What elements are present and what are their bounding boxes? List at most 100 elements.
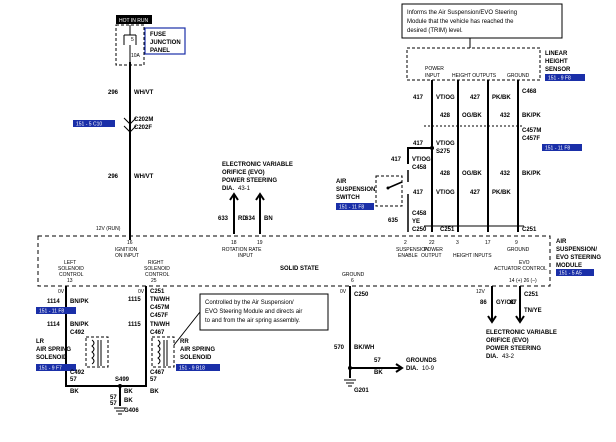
ref-module-text: 151 - 5 A5 xyxy=(559,271,582,277)
wire-296-color-a: WH/VT xyxy=(134,90,154,96)
callout-mid-leader xyxy=(173,311,201,346)
right-sol-2: SOLENOID xyxy=(144,266,170,272)
lr-solenoid-coil xyxy=(91,339,102,366)
rot-rate-2: INPUT xyxy=(238,253,253,259)
lhs-wire-group xyxy=(431,80,519,232)
rr-title-1: RR xyxy=(180,339,189,345)
wire-1114a-color: BN/PK xyxy=(70,299,89,305)
ref-lhs xyxy=(545,74,585,81)
lr-title-2: AIR SPRING xyxy=(36,347,71,353)
switch-contact xyxy=(387,170,409,232)
ref-151-5-c10 xyxy=(73,120,115,127)
wire-86: 86 xyxy=(480,300,487,306)
grounds-dia-num: 10-9 xyxy=(422,366,435,372)
wire-57b: 57 xyxy=(150,377,157,383)
wire-296-label-a: 296 xyxy=(108,90,119,96)
c457f-rs: C457F xyxy=(150,313,168,319)
right-sol-4: 25 xyxy=(151,278,157,284)
wire-87-color: TN/YE xyxy=(524,308,542,314)
evo-top-dia: DIA. xyxy=(222,186,234,192)
wire-570-color: BK/WH xyxy=(354,345,374,351)
module-title-1: AIR xyxy=(556,239,567,245)
wire-428-up: 428 xyxy=(440,113,451,119)
ref-151-11-f8-right-text: 151 - 11 F8 xyxy=(545,146,570,152)
switch-417-color: VT/OG xyxy=(412,157,431,163)
c468-label: C468 xyxy=(522,89,537,95)
evo-right-dia-num: 43-2 xyxy=(502,354,515,360)
evo-top-title-2: ORIFICE (EVO) xyxy=(222,170,265,176)
callout-top-line3: desired (TRIM) level. xyxy=(407,28,463,34)
c251-top2-label: C251 xyxy=(522,227,537,233)
c457m-label: C457M xyxy=(522,128,541,134)
c467b-label: C467 xyxy=(150,370,165,376)
ref-left-2-text: 151 - 9 F7 xyxy=(39,366,62,372)
pin-17: 17 xyxy=(485,240,491,246)
c457f-label: C457F xyxy=(522,136,540,142)
lhs-title-1: LINEAR xyxy=(545,51,568,57)
wire-634: 634 xyxy=(245,216,256,222)
s275-label: S275 xyxy=(436,149,451,155)
ground-9: GROUND xyxy=(507,247,530,253)
wire-427-low: 427 xyxy=(470,190,481,196)
wire-417-switch xyxy=(407,147,432,164)
switch-box xyxy=(375,175,403,207)
wire-417-mid-color: VT/OG xyxy=(436,141,455,147)
ref-left-1-text: 151 - 11 F8 xyxy=(39,309,64,315)
lr-solenoid-box xyxy=(85,336,109,368)
c251-evo: C251 xyxy=(524,292,539,298)
fuse-panel-line2: JUNCTION xyxy=(150,40,181,46)
grounds-dia: DIA. xyxy=(406,366,418,372)
ground6-1: GROUND xyxy=(342,272,365,278)
callout-top-line1: Informs the Air Suspension/EVO Steering xyxy=(407,10,517,16)
label-12v-run: 12V (RUN) xyxy=(96,226,121,232)
module-title-3: EVO STEERING xyxy=(556,255,601,261)
wire-1115a-color: TN/WH xyxy=(150,297,170,303)
evo-top-dia-num: 43-1 xyxy=(238,186,251,192)
wire-1115a: 1115 xyxy=(128,297,141,303)
lhs-power-label2: INPUT xyxy=(425,73,440,79)
callout-mid xyxy=(199,293,329,331)
pin16-label-2: ON INPUT xyxy=(115,253,139,259)
switch-title-3: SWITCH xyxy=(336,195,360,201)
hot-in-run-label: HOT IN RUN xyxy=(119,18,148,24)
wire-432-low-color: BK/PK xyxy=(522,171,541,177)
wire-57c: 57 xyxy=(110,395,117,401)
wire-417-mid: 417 xyxy=(413,141,424,147)
evo-top-title-3: POWER STEERING xyxy=(222,178,277,184)
pin-9: 9 xyxy=(515,240,518,246)
fuse-amp: 10A xyxy=(131,53,141,59)
g406-ground-symbol xyxy=(114,407,126,415)
ground6-2: 6 xyxy=(351,278,354,284)
evo-top-title-1: ELECTRONIC VARIABLE xyxy=(222,162,293,168)
wire-428-low-color: OG/BK xyxy=(462,171,482,177)
fuse-number: 5 xyxy=(131,37,134,43)
c458-label: C458 xyxy=(412,165,427,171)
rot-rate-1: ROTATION RATE xyxy=(222,247,262,253)
rr-solenoid-box xyxy=(151,336,175,368)
connector-c202m xyxy=(123,117,137,125)
g201-label: G201 xyxy=(354,388,369,394)
label-0v-a: 0V xyxy=(58,289,65,295)
wire-1114b-color: BN/PK xyxy=(70,322,89,328)
evo-act-3: 14 (+) 26 (–) xyxy=(509,278,537,284)
evo-right-dia: DIA. xyxy=(486,354,498,360)
wire-57a: 57 xyxy=(70,377,77,383)
evo-act-2: ACTUATOR CONTROL xyxy=(494,266,547,272)
wire-427-low-color: PK/BK xyxy=(492,190,511,196)
ground-arrow xyxy=(350,363,404,373)
evo-right-title-1: ELECTRONIC VARIABLE xyxy=(486,330,557,336)
ref-module xyxy=(556,269,594,276)
left-sol-1: LEFT xyxy=(64,260,76,266)
wire-57-gnd: 57 xyxy=(374,358,381,364)
ref-151-11-f8-right xyxy=(542,144,582,151)
wire-417-low: 417 xyxy=(413,190,424,196)
fuse-panel-outline xyxy=(144,27,186,55)
wire-427-up: 427 xyxy=(470,95,481,101)
callout-mid-1: Controlled by the Air Suspension/ xyxy=(205,300,294,306)
evo-right-arrows xyxy=(487,286,525,324)
pin-19: 19 xyxy=(257,240,263,246)
label-0v-c: 0V xyxy=(340,289,347,295)
wire-635-color: YE xyxy=(412,219,420,225)
wire-432-up-color: BK/PK xyxy=(522,113,541,119)
